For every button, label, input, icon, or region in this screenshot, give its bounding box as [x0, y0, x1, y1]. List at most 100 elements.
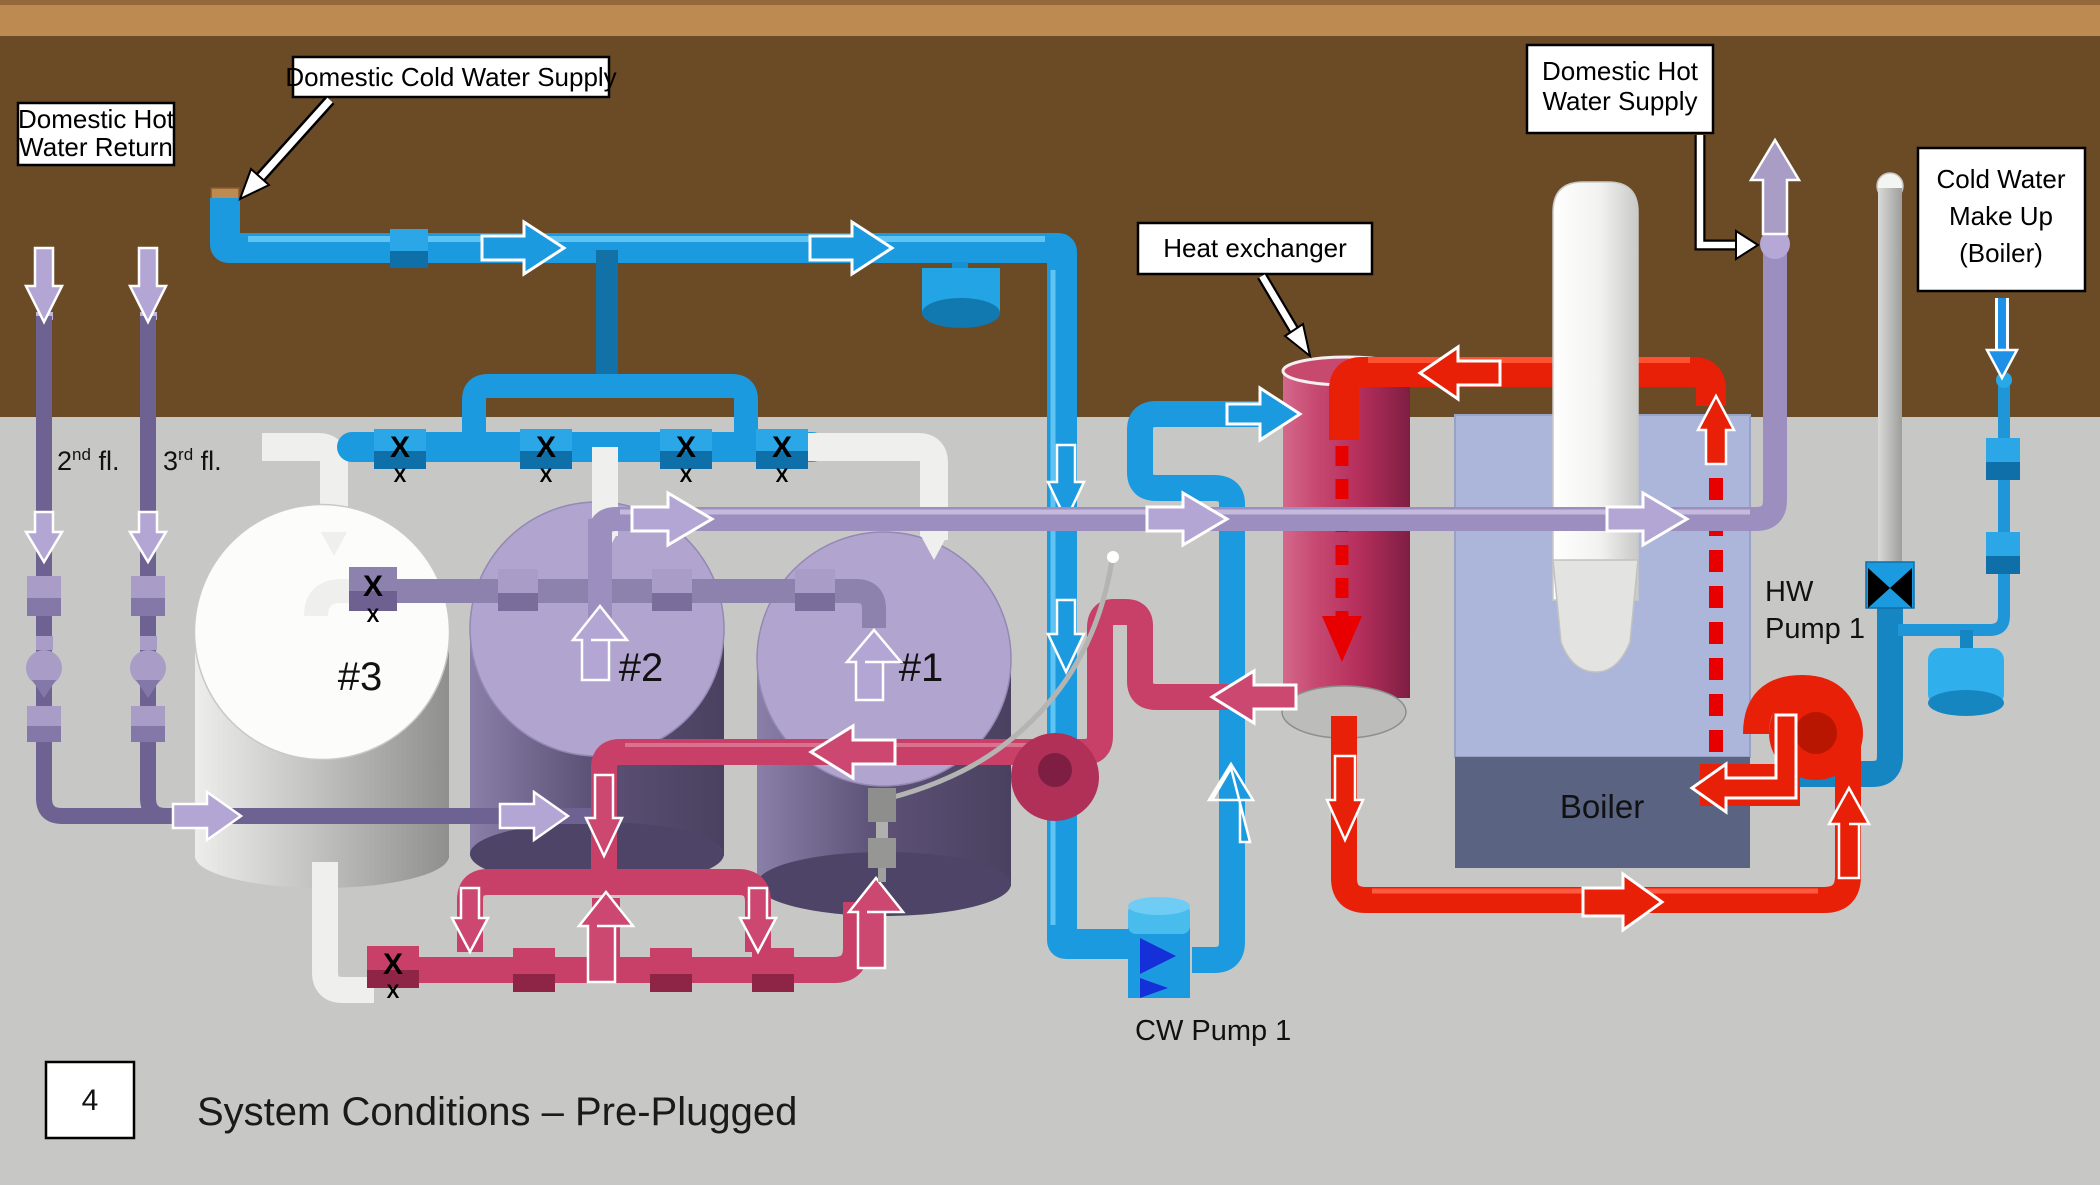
flow-arrow-right-icon	[498, 789, 571, 843]
cold-water-makeup-piping	[1796, 172, 2020, 787]
cw-pump-discharge-riser	[1127, 401, 1276, 973]
thin-line-union-1	[1986, 438, 2020, 464]
manifold-union-b	[752, 974, 794, 992]
slide-title: System Conditions – Pre-Plugged	[197, 1090, 797, 1134]
svg-text:X: X	[390, 431, 410, 464]
manifold-valve: XX	[367, 946, 419, 1003]
capillary-wire	[889, 559, 1115, 801]
flow-arrow-right-icon	[1225, 385, 1303, 443]
hx-return-run	[591, 599, 1283, 884]
valve-group: XX	[756, 429, 808, 487]
valve-group: XX	[520, 429, 572, 487]
valve-group: XX	[660, 429, 712, 487]
main-cold-supply-pipe	[210, 198, 1132, 959]
label-box	[1136, 221, 1374, 276]
manifold-union-b	[513, 974, 555, 992]
flow-arrow-down-icon	[737, 886, 779, 955]
boiler-label: Boiler	[1560, 788, 1644, 825]
tank3-label: #3	[338, 655, 383, 699]
flue-tip	[1552, 559, 1639, 673]
svg-text:X: X	[387, 982, 400, 1003]
label-dhwr: Domestic Hot Water Return	[16, 101, 176, 167]
callout-arrow	[1696, 135, 1738, 249]
header-union	[498, 569, 538, 595]
flow-arrow-right-icon	[1145, 490, 1230, 548]
supply-union-b	[390, 251, 428, 268]
cw-pump-label: CW Pump 1	[1135, 1015, 1291, 1047]
floor3-label: 3rd fl.	[163, 445, 222, 476]
valve-group: XX	[374, 429, 426, 487]
plug-block	[868, 788, 896, 822]
gray-standpipe	[1878, 188, 1902, 588]
label-line: Cold Water	[1936, 164, 2065, 194]
flow-arrow-bent-left-icon	[1689, 713, 1798, 815]
makeup-feed-elbow	[1796, 606, 1903, 787]
footer: 4 System Conditions – Pre-Plugged	[44, 1060, 797, 1140]
cold-water-system	[210, 187, 1303, 973]
callout-arrow	[256, 97, 333, 182]
tank3-bottom-pipe-white	[312, 862, 374, 1003]
flow-arrow-right-icon	[480, 219, 567, 277]
label-line: Heat exchanger	[1163, 233, 1347, 263]
wire-tip	[1107, 551, 1119, 563]
flow-arrow-right-icon	[808, 219, 895, 277]
header-union	[652, 569, 692, 595]
flow-arrow-up-icon	[576, 889, 636, 984]
flue-stack	[1552, 181, 1639, 601]
tank3-face	[193, 503, 451, 761]
dhw-riser-cap	[1760, 229, 1790, 259]
tank1-capped-port-hole	[1038, 753, 1072, 787]
label-line: Make Up	[1949, 201, 2053, 231]
callout-arrowhead-icon	[1984, 348, 2020, 381]
thin-line-union-2	[1986, 532, 2020, 558]
svg-text:X: X	[363, 570, 383, 603]
hot-water-headers: XX	[304, 137, 1802, 702]
flow-arrow-up-icon	[570, 603, 630, 682]
cw-pump-top	[1128, 897, 1190, 915]
flow-arrow-right-icon	[630, 490, 715, 548]
flow-arrow-left-icon	[808, 723, 897, 781]
svg-text:X: X	[680, 466, 693, 487]
impeller-icon	[1140, 978, 1168, 998]
flow-arrow-down-icon	[584, 773, 624, 859]
header-union	[795, 569, 835, 595]
header-valve-plugged: XX	[349, 567, 397, 627]
svg-text:X: X	[676, 431, 696, 464]
flow-arrow-down-icon	[127, 510, 169, 565]
tank1-feed-white	[800, 433, 948, 540]
callout-arrowhead-icon	[1735, 229, 1760, 261]
label-line: Water Return	[19, 132, 173, 162]
page-number: 4	[82, 1084, 99, 1117]
plug-link	[876, 822, 888, 838]
label-box	[291, 55, 611, 99]
manifold-union-b	[650, 974, 692, 992]
hot-water-return-risers	[23, 246, 610, 843]
valve-closed-icon	[1868, 568, 1912, 608]
makeup-thin-line	[1898, 382, 2010, 636]
flow-arrow-down-icon	[127, 246, 169, 325]
flow-arrow-up-icon	[844, 628, 904, 702]
plug-tail	[878, 868, 886, 882]
label-heat-exchanger: Heat exchanger	[1136, 221, 1374, 359]
label-cwmu: Cold Water Make Up (Boiler)	[1916, 146, 2087, 381]
plug-block	[868, 838, 896, 868]
return-riser-2fl	[36, 316, 610, 824]
tank-outlet-header	[389, 579, 886, 628]
flow-arrow-up-icon	[1206, 761, 1256, 844]
expansion-tank-bottom	[1928, 690, 2004, 716]
flow-arrow-up-icon	[1748, 137, 1802, 236]
supply-tee-drop	[596, 250, 618, 378]
tank1-label: #1	[899, 646, 944, 690]
cw-pump	[1128, 897, 1190, 998]
flow-arrow-right-icon	[1581, 871, 1665, 933]
label-box	[1916, 146, 2087, 293]
thin-line-union-2b	[1986, 556, 2020, 574]
hw-pump-label: HW	[1765, 576, 1814, 608]
flow-arrow-up-icon	[1695, 393, 1737, 466]
flow-arrow-up-icon	[1826, 785, 1872, 880]
flow-arrow-right-icon	[171, 789, 244, 843]
label-box	[16, 101, 176, 167]
thin-line-union-1b	[1986, 462, 2020, 480]
label-dcws: Domestic Cold Water Supply	[238, 55, 617, 201]
